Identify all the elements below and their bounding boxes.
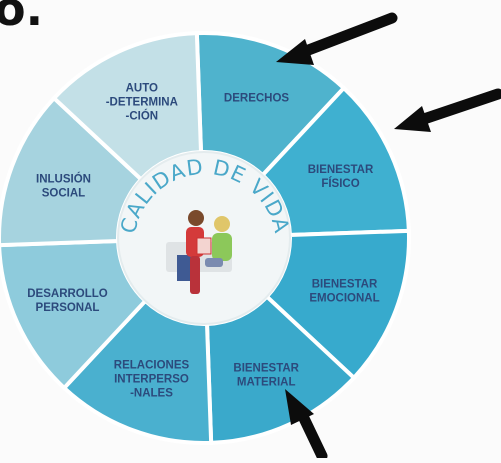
segment-label-line: SOCIAL <box>42 187 85 199</box>
reading-couple-illustration <box>166 210 232 294</box>
arrow-to-bienestar-fisico <box>276 12 398 65</box>
arrow-to-bienestar-emocional <box>394 88 501 132</box>
segment-label-line: AUTO <box>126 83 158 95</box>
man-head <box>188 210 204 226</box>
segment-label-line: DERECHOS <box>224 92 290 104</box>
heading-fragment: o. <box>0 0 44 36</box>
segment-label-inclusion-social: INLUSIÓN SOCIAL <box>36 172 91 199</box>
segment-label-line: FÍSICO <box>321 177 359 190</box>
woman-head <box>214 216 230 232</box>
segment-label-line: MATERIAL <box>237 376 296 388</box>
segment-label-line: EMOCIONAL <box>309 293 379 305</box>
book-stack <box>177 255 191 281</box>
arrows <box>276 12 501 462</box>
segment-label-line: INLUSIÓN <box>36 172 91 185</box>
segment-label-line: BIENESTAR <box>233 362 299 374</box>
segment-label-line: RELACIONES <box>114 360 190 372</box>
segment-label-line: BIENESTAR <box>312 279 378 291</box>
segment-label-autodeterminacion: AUTO -DETERMINA-CIÓN <box>106 83 178 123</box>
segment-label-bienestar-material: BIENESTAR MATERIAL <box>233 362 299 388</box>
arrow-to-relaciones-interpersonales <box>285 389 328 462</box>
segment-label-line: -CIÓN <box>125 110 158 123</box>
segment-label-line: INTERPERSO <box>114 374 189 386</box>
segment-label-line: -NALES <box>130 388 173 400</box>
segment-label-desarrollo-personal: DESARROLLO PERSONAL <box>27 288 108 314</box>
segment-label-line: BIENESTAR <box>308 164 374 176</box>
segment-label-bienestar-emocional: BIENESTAR EMOCIONAL <box>309 279 379 305</box>
segment-label-relaciones-interpersonales: RELACIONES INTERPERSO -NALES <box>114 360 190 400</box>
segment-label-derechos: DERECHOS <box>224 92 290 104</box>
segment-label-line: PERSONAL <box>36 302 100 314</box>
man-legs <box>190 256 200 294</box>
woman-torso <box>212 233 232 261</box>
book <box>196 237 212 255</box>
woman-legs <box>205 258 223 267</box>
segment-label-line: DESARROLLO <box>27 288 108 300</box>
segment-label-line: -DETERMINA <box>106 97 178 109</box>
